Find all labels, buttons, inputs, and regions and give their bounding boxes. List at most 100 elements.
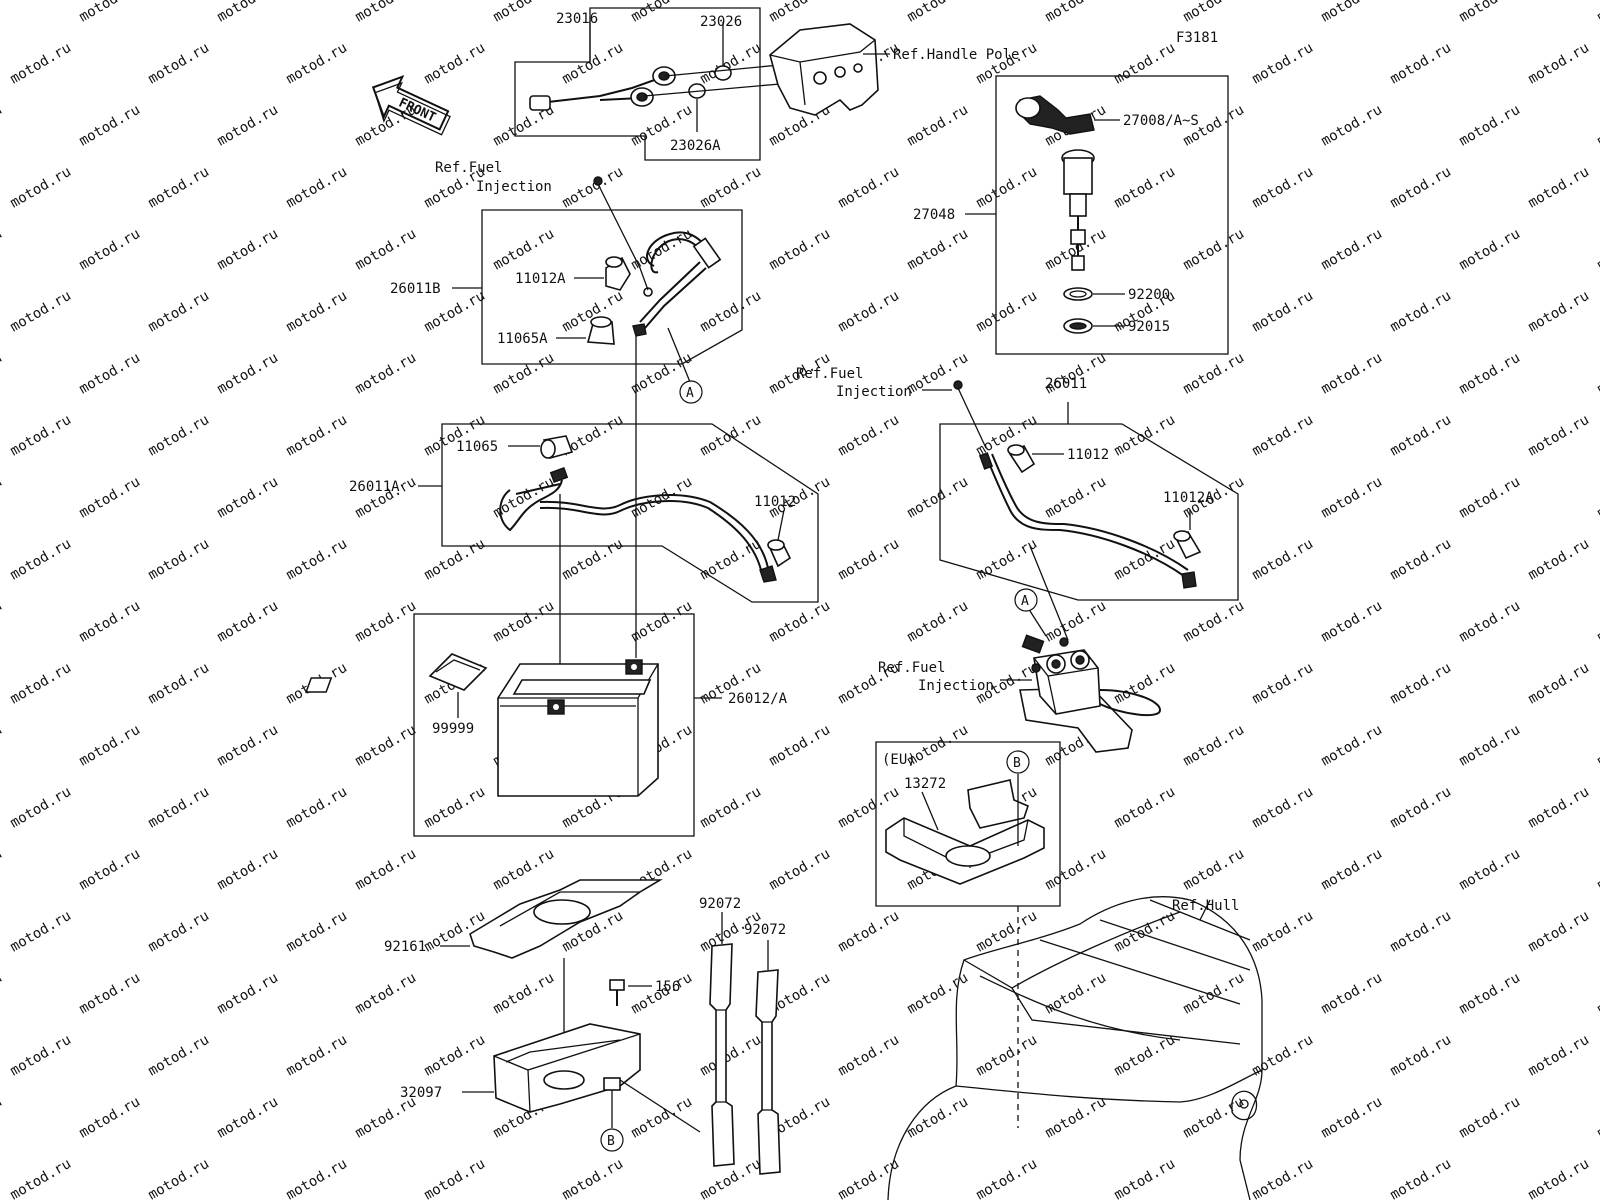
watermark-text: motod.ru	[1387, 660, 1453, 708]
label-99999: 99999	[432, 721, 474, 737]
watermark-text: motod.ru	[1387, 40, 1453, 88]
watermark-text: motod.ru	[7, 908, 73, 956]
group-23016: 23016 23026 23026A	[514, 7, 791, 161]
watermark-text: motod.ru	[766, 0, 832, 25]
watermark-text: motod.ru	[1456, 1094, 1522, 1142]
watermark-text: motod.ru	[76, 226, 142, 274]
watermark-text: motod.ru	[1525, 412, 1591, 460]
watermark-text: motod.ru	[1594, 102, 1600, 150]
watermark-text: motod.ru	[283, 784, 349, 832]
watermark-text: motod.ru	[0, 102, 5, 150]
watermark-text: motod.ru	[1456, 226, 1522, 274]
watermark-text: motod.ru	[697, 288, 763, 336]
watermark-text: motod.ru	[1387, 1156, 1453, 1200]
watermark-text: motod.ru	[214, 598, 280, 646]
group-26012: 26012/A 99999	[305, 613, 788, 837]
watermark-text: motod.ru	[145, 1032, 211, 1080]
watermark-text: motod.ru	[904, 0, 970, 25]
watermark-text: motod.ru	[1594, 722, 1600, 770]
watermark-text: motod.ru	[1318, 1094, 1384, 1142]
watermark-text: motod.ru	[76, 474, 142, 522]
watermark-text: motod.ru	[1249, 164, 1315, 212]
watermark-text: motod.ru	[1180, 970, 1246, 1018]
watermark-text: motod.ru	[697, 40, 763, 88]
watermark-text: motod.ru	[352, 0, 418, 25]
group-26011B: 26011B Ref.Fuel Injection 11012A 11065A …	[390, 160, 743, 658]
watermark-text: motod.ru	[766, 846, 832, 894]
watermark-text: motod.ru	[1111, 660, 1177, 708]
watermark-text: motod.ru	[0, 474, 5, 522]
watermark-text: motod.ru	[1456, 846, 1522, 894]
label-92161: 92161	[384, 939, 426, 955]
watermark-text: motod.ru	[973, 412, 1039, 460]
watermark-text: motod.ru	[7, 288, 73, 336]
label-27008: 27008/A~S	[1123, 113, 1199, 129]
watermark-text: motod.ru	[1456, 102, 1522, 150]
watermark-text: motod.ru	[1180, 722, 1246, 770]
watermark-text: motod.ru	[697, 784, 763, 832]
watermark-text: motod.ru	[145, 288, 211, 336]
watermark-text: motod.ru	[490, 350, 556, 398]
watermark-text: motod.ru	[490, 598, 556, 646]
watermark-text: motod.ru	[1042, 970, 1108, 1018]
watermark-text: motod.ru	[1525, 40, 1591, 88]
watermark-text: motod.ru	[1525, 660, 1591, 708]
watermark-text: motod.ru	[1249, 908, 1315, 956]
group-26011: 26011 Ref.Fuel Injection 11012 11012A	[796, 366, 1239, 641]
watermark-text: motod.ru	[490, 0, 556, 25]
watermark-text: motod.ru	[145, 164, 211, 212]
watermark-text: motod.ru	[1387, 1032, 1453, 1080]
watermark-text: motod.ru	[973, 536, 1039, 584]
group-26011A: 26011A 11065 11012	[349, 423, 819, 696]
watermark-text: motod.ru	[145, 784, 211, 832]
label-11012A-1: 11012A	[515, 271, 566, 287]
ref-fuel-injection-2a: Ref.Fuel	[796, 366, 863, 382]
watermark-text: motod.ru	[1525, 164, 1591, 212]
watermark-text: motod.ru	[973, 908, 1039, 956]
hull-part: Ref.Hull	[887, 896, 1263, 1200]
watermark-text: motod.ru	[1387, 164, 1453, 212]
watermark-text: motod.ru	[352, 970, 418, 1018]
watermark-text: motod.ru	[352, 846, 418, 894]
watermark-text: motod.ru	[7, 536, 73, 584]
watermark-text: motod.ru	[421, 40, 487, 88]
watermark-text: motod.ru	[352, 722, 418, 770]
watermark-text: motod.ru	[973, 288, 1039, 336]
watermark-text: motod.ru	[352, 226, 418, 274]
label-11012A-2: 11012A	[1163, 490, 1214, 506]
watermark-text: motod.ru	[697, 164, 763, 212]
watermark-text: motod.ru	[1525, 908, 1591, 956]
watermark-text: motod.ru	[1525, 288, 1591, 336]
watermark-text: motod.ru	[1594, 226, 1600, 274]
watermark-text: motod.ru	[76, 598, 142, 646]
solenoid-part: A Ref.Fuel Injection	[878, 588, 1162, 753]
connector-plug-icon	[529, 95, 551, 111]
watermark-text: motod.ru	[1456, 350, 1522, 398]
watermark-text: motod.ru	[1180, 350, 1246, 398]
watermark-text: motod.ru	[7, 784, 73, 832]
watermark-text: motod.ru	[76, 0, 142, 25]
watermark-text: motod.ru	[1318, 846, 1384, 894]
watermark-text: motod.ru	[1525, 536, 1591, 584]
label-11012-1: 11012	[754, 494, 796, 510]
watermark-text: motod.ru	[214, 0, 280, 25]
watermark-text: motod.ru	[76, 722, 142, 770]
watermark-text: motod.ru	[0, 722, 5, 770]
watermark-text: motod.ru	[766, 598, 832, 646]
watermark-text: motod.ru	[283, 40, 349, 88]
watermark-text: motod.ru	[1249, 660, 1315, 708]
watermark-text: motod.ru	[76, 970, 142, 1018]
ref-circle-a-1	[679, 380, 703, 404]
strap-92072-b	[755, 969, 781, 1175]
label-92072-a: 92072	[699, 896, 741, 912]
watermark-text: motod.ru	[1318, 598, 1384, 646]
watermark-text: motod.ru	[283, 412, 349, 460]
watermark-text: motod.ru	[1456, 474, 1522, 522]
label-23026A: 23026A	[670, 138, 721, 154]
watermark-text: motod.ru	[1525, 1032, 1591, 1080]
watermark-text: motod.ru	[1525, 784, 1591, 832]
watermark-text: motod.ru	[628, 1094, 694, 1142]
watermark-text: motod.ru	[835, 1032, 901, 1080]
watermark-text: motod.ru	[1249, 40, 1315, 88]
